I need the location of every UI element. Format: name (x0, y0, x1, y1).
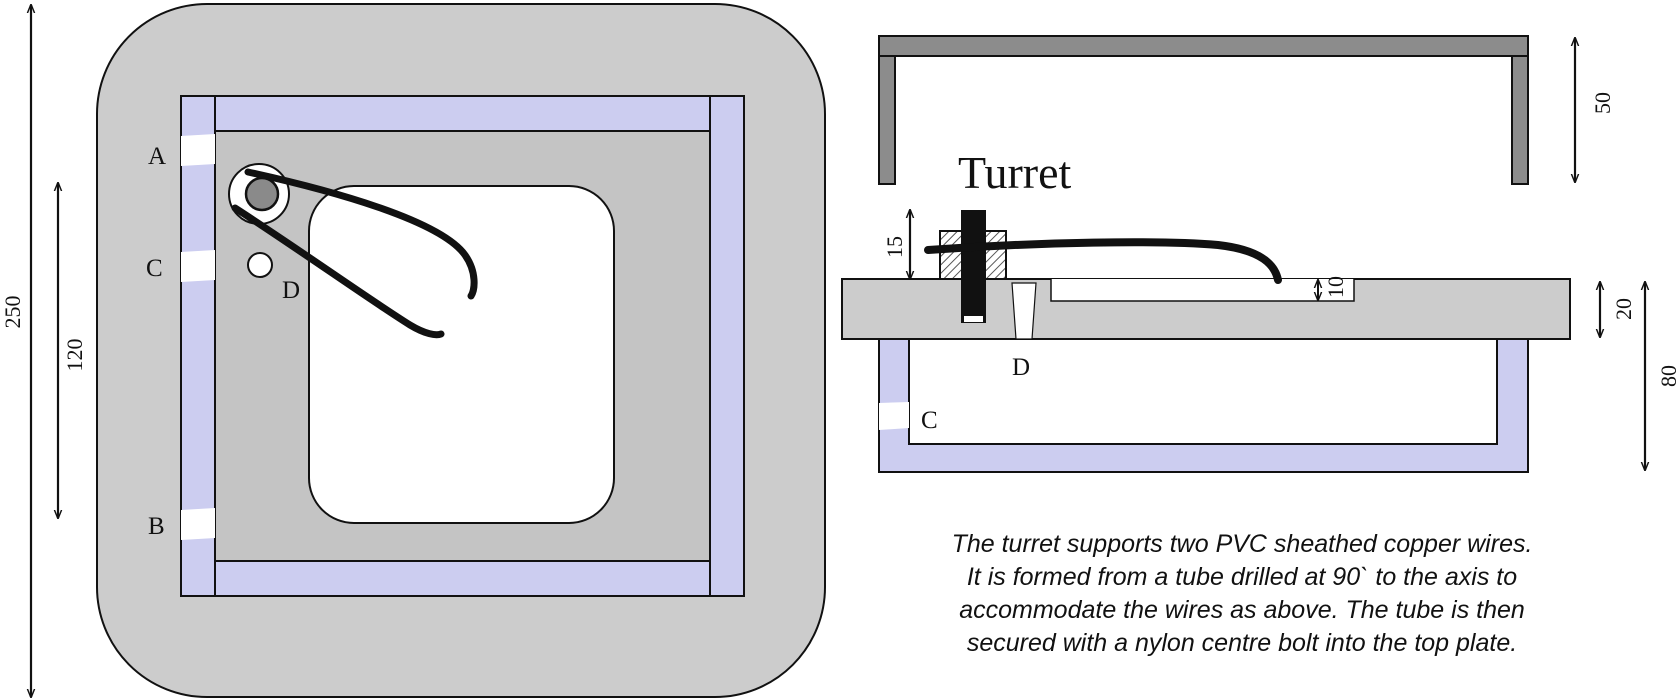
dim-10-label: 10 (1323, 276, 1348, 298)
wall-top (214, 95, 711, 132)
dim-20-label: 20 (1611, 298, 1636, 320)
lid-right-leg (1511, 55, 1529, 185)
caption-line-1: The turret supports two PVC sheathed cop… (951, 530, 1533, 558)
turret-bolt-tip (964, 316, 983, 322)
hole-c-label: C (146, 255, 163, 282)
side-hole-d-label: D (1012, 354, 1030, 381)
side-hole-c-notch (879, 402, 909, 430)
wall-right (709, 95, 745, 597)
top-view-dimensions: 250 120 (0, 5, 87, 697)
caption-line-4: secured with a nylon centre bolt into th… (966, 629, 1518, 657)
wire-side (924, 238, 1282, 284)
wire-lower (231, 204, 445, 339)
side-hole-c-label: C (921, 407, 938, 434)
side-view: Turret D C (841, 35, 1571, 473)
caption: The turret supports two PVC sheathed cop… (862, 528, 1622, 660)
caption-line-3: accommodate the wires as above. The tube… (959, 596, 1525, 624)
side-hole-d (1011, 282, 1037, 340)
hole-d-circle (247, 252, 273, 278)
lid-left-leg (878, 55, 896, 185)
hole-a-notch (181, 134, 215, 166)
plate-slot (1051, 279, 1354, 301)
dim-80-label: 80 (1656, 365, 1679, 387)
hole-c-notch (181, 250, 215, 282)
dim-250-label: 250 (0, 296, 25, 329)
hole-b-label: B (148, 513, 165, 540)
caption-line-2: It is formed from a tube drilled at 90` … (966, 563, 1518, 591)
hole-a-label: A (148, 143, 166, 170)
dim-50-label: 50 (1590, 92, 1615, 114)
turret-post (244, 176, 280, 212)
box-wall (878, 338, 1529, 473)
hole-d-label: D (282, 277, 300, 304)
window-opening (308, 185, 615, 524)
turret-label: Turret (958, 147, 1072, 198)
side-view-dimensions: 15 50 10 20 80 (882, 38, 1679, 470)
turret-bolt (961, 210, 986, 323)
lid-top-bar (878, 35, 1529, 57)
wall-bottom (214, 560, 711, 597)
dim-15-label: 15 (882, 236, 907, 258)
top-view: A C D B (96, 3, 826, 698)
plate-slot-edge (1050, 279, 1355, 302)
wire-upper (244, 168, 478, 300)
dim-120-label: 120 (62, 339, 87, 372)
hole-b-notch (181, 508, 215, 540)
